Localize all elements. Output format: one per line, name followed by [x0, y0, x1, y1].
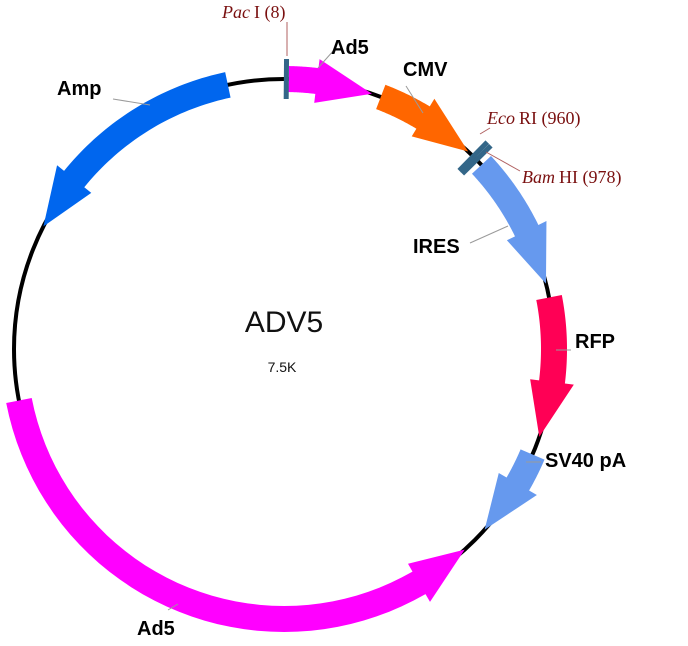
feature-arc-rfp: [530, 295, 574, 437]
label-cmv: CMV: [403, 59, 448, 81]
plasmid-size: 7.5K: [268, 359, 297, 375]
site-suffix-bam: HI (978): [559, 167, 621, 188]
feature-arc-sv40: [485, 449, 545, 529]
label-ad5-left: Ad5: [331, 37, 369, 59]
site-suffix-eco: RI (960): [519, 108, 581, 129]
label-ad5-right: Ad5: [137, 618, 175, 640]
feature-arc-cmv: [376, 85, 468, 152]
feature-arc-ad5-left: [288, 59, 371, 103]
leader-eco: [480, 128, 490, 134]
site-enzyme-bam: Bam: [522, 167, 555, 187]
site-enzyme-pac: Pac: [221, 2, 250, 22]
feature-arc-ad5-right: [6, 398, 464, 632]
leader-amp: [113, 99, 150, 105]
label-sv40: SV40 pA: [545, 450, 626, 472]
site-enzyme-eco: Eco: [486, 108, 515, 128]
site-suffix-pac: I (8): [254, 2, 285, 23]
label-ires: IRES: [413, 236, 460, 258]
leader-ires: [470, 226, 508, 243]
plasmid-name: ADV5: [245, 306, 323, 339]
label-amp: Amp: [57, 78, 101, 100]
label-rfp: RFP: [575, 331, 615, 353]
